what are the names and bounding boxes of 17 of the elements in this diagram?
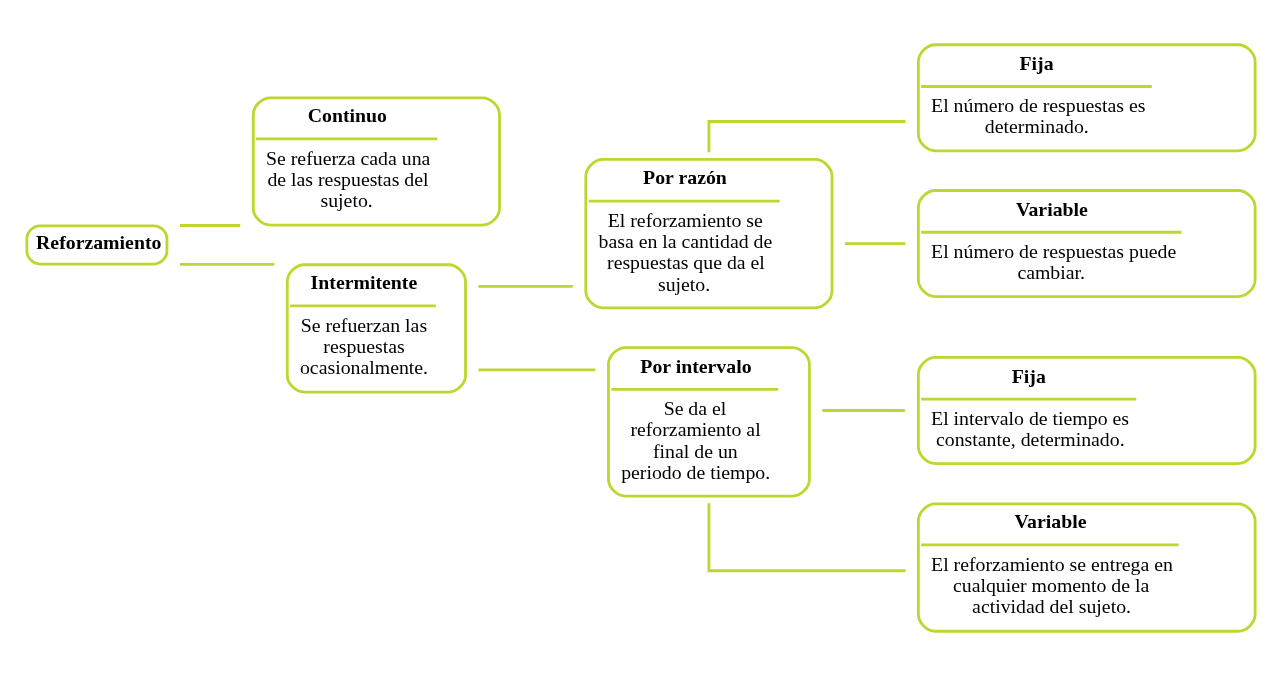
node-box: Variable El reforzamiento se entrega en cualquier momento de la actividad del sujeto. xyxy=(916,502,1257,633)
node-box: Intermitente Se refuerzan las respuestas ocasionalmente. xyxy=(285,263,467,394)
connector xyxy=(478,284,573,288)
node-box: Continuo Se refuerza cada una de las respuestas del sujeto. xyxy=(251,96,501,227)
connector xyxy=(707,120,906,153)
connector xyxy=(478,368,596,372)
connector xyxy=(707,503,906,573)
connector xyxy=(180,263,275,266)
connector xyxy=(822,409,905,412)
node-box: Fija El número de respuestas es determinado. xyxy=(916,43,1257,153)
node-box: Fija El intervalo de tiempo es constante, determinado. xyxy=(916,356,1257,465)
node-box: Por razón El reforzamiento se basa en la cantidad de respuestas que da el sujeto. xyxy=(584,157,834,310)
node-box: Variable El número de respuestas puede cambiar. xyxy=(916,189,1257,299)
connector xyxy=(180,224,241,227)
node-box: Reforzamiento xyxy=(25,224,169,266)
node-box: Por intervalo Se da el reforzamiento al final de un periodo de tiempo. xyxy=(607,346,811,498)
connector xyxy=(844,242,906,245)
